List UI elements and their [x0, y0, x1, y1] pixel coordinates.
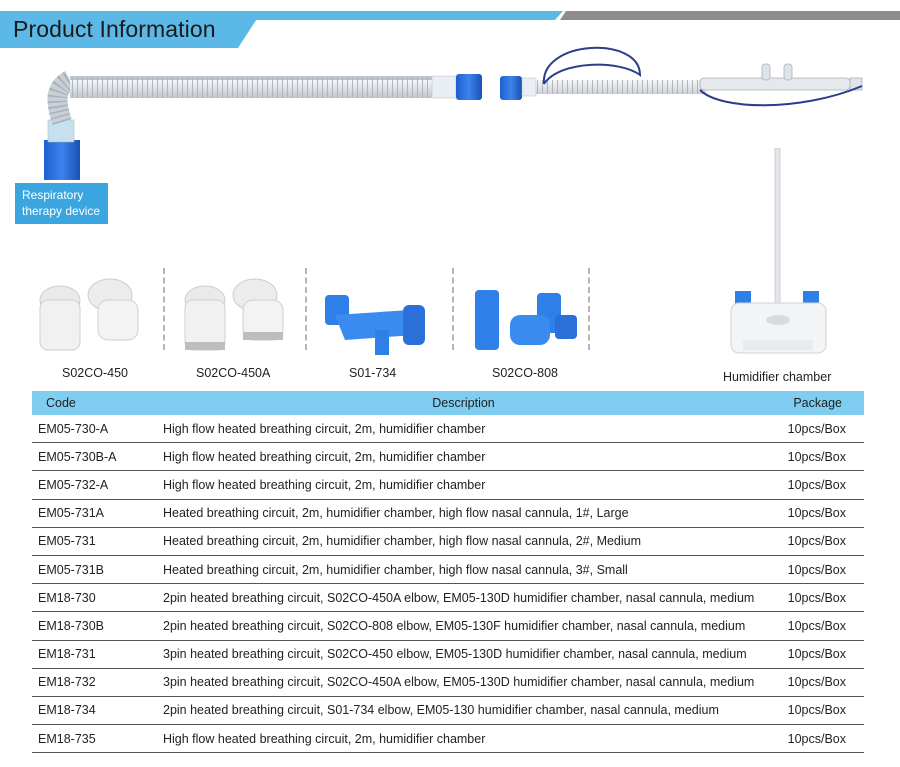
cell-description: High flow heated breathing circuit, 2m, …	[163, 470, 764, 500]
cell-description: 2pin heated breathing circuit, S01-734 e…	[163, 696, 764, 726]
cell-description: 3pin heated breathing circuit, S02CO-450…	[163, 640, 764, 669]
cell-description: 3pin heated breathing circuit, S02CO-450…	[163, 668, 764, 697]
cell-code: EM18-732	[32, 668, 163, 697]
cell-package: 10pcs/Box	[764, 724, 864, 754]
divider	[305, 268, 307, 350]
divider	[452, 268, 454, 350]
cell-code: EM05-730B-A	[32, 442, 163, 472]
column-header-code: Code	[32, 391, 163, 415]
column-header-package: Package	[764, 391, 864, 415]
cell-code: EM05-730-A	[32, 415, 163, 444]
cell-package: 10pcs/Box	[764, 583, 864, 613]
cell-code: EM18-734	[32, 696, 163, 726]
cell-code: EM05-731	[32, 527, 163, 556]
cell-description: Heated breathing circuit, 2m, humidifier…	[163, 555, 764, 585]
breathing-circuit-illustration	[44, 46, 863, 180]
header-blue-stripe	[230, 11, 563, 20]
cell-package: 10pcs/Box	[764, 442, 864, 472]
cell-code: EM05-731B	[32, 555, 163, 585]
elbow-caption: S01-734	[349, 366, 397, 380]
cell-description: High flow heated breathing circuit, 2m, …	[163, 442, 764, 472]
elbow-s02co-450-image	[39, 278, 139, 351]
cell-code: EM18-735	[32, 724, 163, 754]
device-label-line1: Respiratory	[22, 188, 84, 202]
cell-description: 2pin heated breathing circuit, S02CO-450…	[163, 583, 764, 613]
elbow-caption: S02CO-450	[62, 366, 129, 380]
cell-description: High flow heated breathing circuit, 2m, …	[163, 415, 764, 444]
cell-description: Heated breathing circuit, 2m, humidifier…	[163, 527, 764, 556]
header-grey-stripe	[560, 11, 900, 20]
cell-package: 10pcs/Box	[764, 470, 864, 500]
cell-package: 10pcs/Box	[764, 640, 864, 669]
page-header: Product Information	[0, 0, 900, 50]
cell-package: 10pcs/Box	[764, 696, 864, 726]
elbow-caption: S02CO-450A	[196, 366, 271, 380]
cell-package: 10pcs/Box	[764, 527, 864, 556]
cell-package: 10pcs/Box	[764, 499, 864, 528]
elbow-s02co-808-image	[475, 290, 577, 350]
divider	[163, 268, 165, 350]
elbow-s01-734-image	[325, 295, 425, 355]
page-title: Product Information	[13, 16, 216, 42]
header-title-tab	[0, 11, 262, 48]
cell-code: EM18-730	[32, 583, 163, 613]
table-header-row: Code Description Package	[32, 391, 864, 415]
cell-code: EM18-730B	[32, 611, 163, 641]
column-header-description: Description	[163, 391, 764, 415]
device-label: Respiratory therapy device	[15, 183, 108, 224]
elbow-s02co-450a-image	[184, 278, 284, 351]
cell-description: 2pin heated breathing circuit, S02CO-808…	[163, 611, 764, 641]
device-connector	[44, 140, 80, 180]
cell-code: EM18-731	[32, 640, 163, 669]
cell-description: High flow heated breathing circuit, 2m, …	[163, 724, 764, 754]
cell-code: EM05-731A	[32, 499, 163, 528]
cell-package: 10pcs/Box	[764, 555, 864, 585]
humidifier-chamber-image	[730, 148, 827, 354]
cell-code: EM05-732-A	[32, 470, 163, 500]
cell-package: 10pcs/Box	[764, 611, 864, 641]
cell-package: 10pcs/Box	[764, 415, 864, 444]
elbow-caption: S02CO-808	[492, 366, 559, 380]
tube-connector-blue	[456, 74, 482, 100]
humidifier-caption: Humidifier chamber	[723, 370, 832, 384]
device-label-line2: therapy device	[22, 204, 101, 218]
cell-description: Heated breathing circuit, 2m, humidifier…	[163, 499, 764, 528]
cell-package: 10pcs/Box	[764, 668, 864, 697]
divider	[588, 268, 590, 350]
